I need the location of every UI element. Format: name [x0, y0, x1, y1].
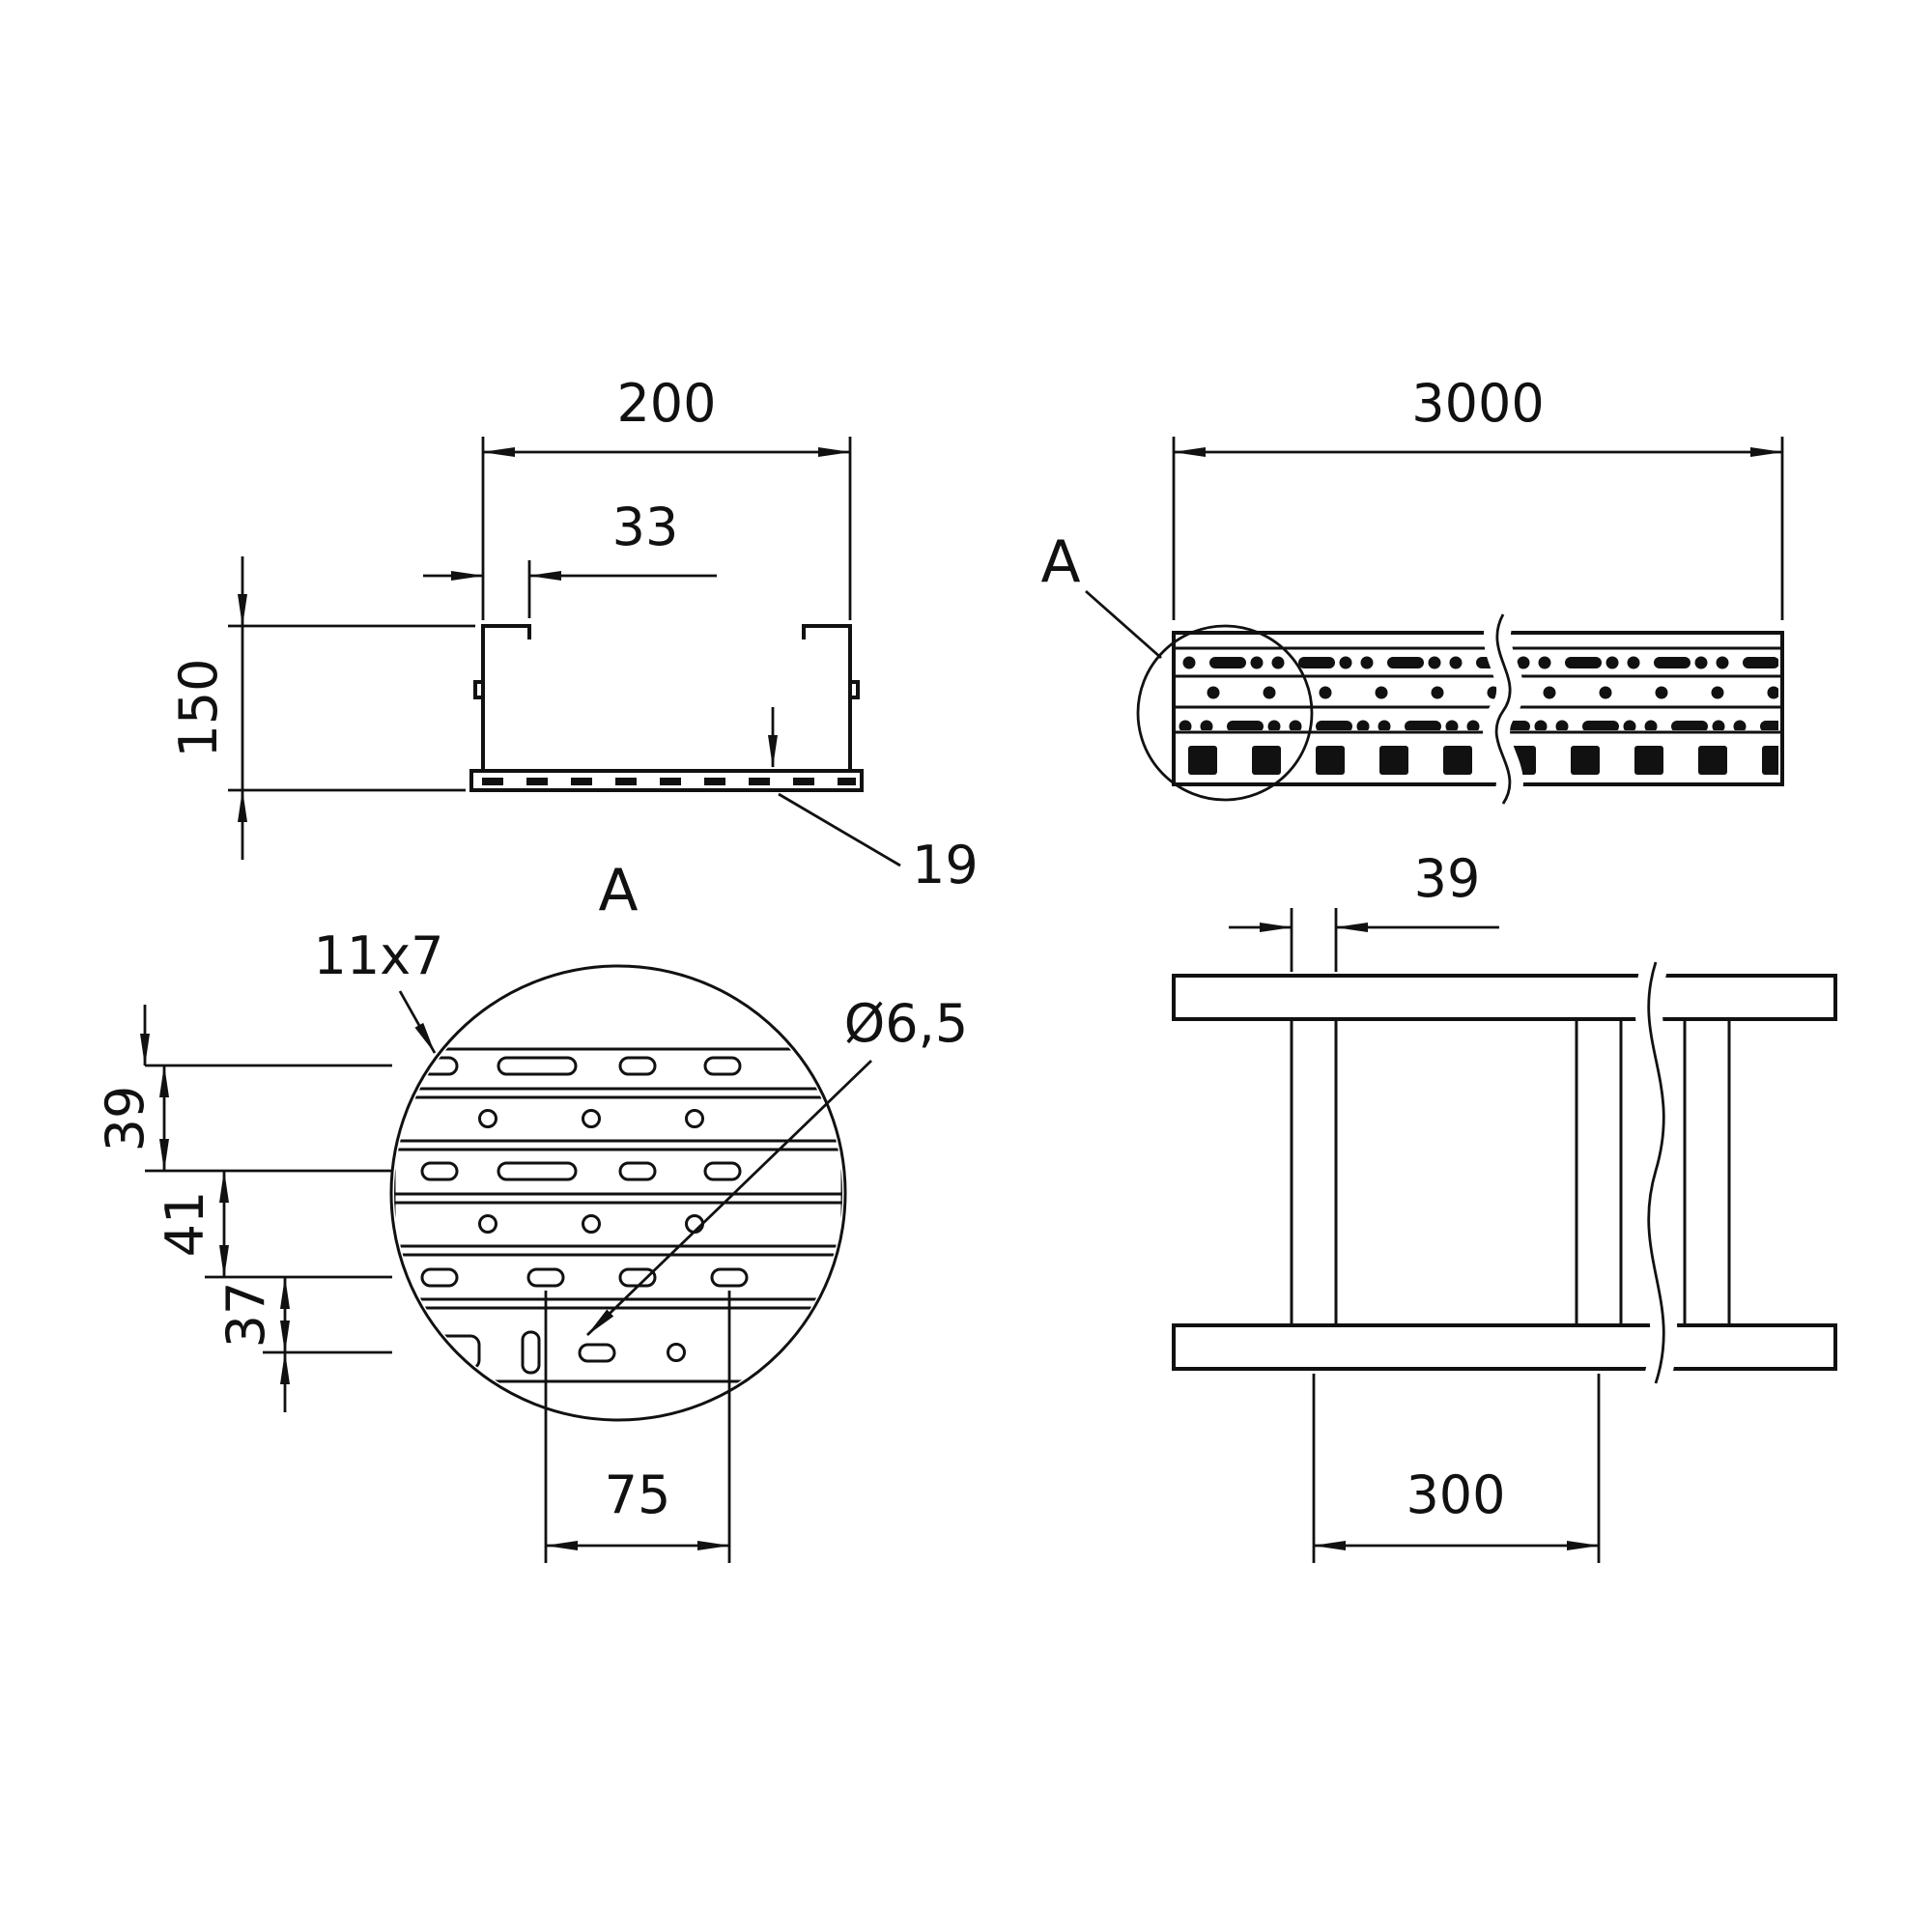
- dim-rung-spacing-label: 300: [1406, 1464, 1505, 1525]
- detail-leader: [1085, 589, 1162, 660]
- vertical-slot: [521, 1330, 541, 1375]
- break-line-side: [1483, 601, 1524, 817]
- rung-2: [1575, 1017, 1623, 1327]
- perforation-pattern: [394, 1047, 842, 1383]
- top-rail: [1172, 974, 1837, 1021]
- slot-row-3: [420, 1267, 749, 1288]
- bottom-feature-row: [419, 1330, 686, 1375]
- keyhole-tab: [419, 1342, 439, 1362]
- rungs: [1290, 1017, 1731, 1327]
- dim-slot-spacing-label: 75: [605, 1464, 671, 1525]
- dim-slot-spacing: 75: [544, 1291, 731, 1563]
- detail-title: A: [598, 857, 638, 924]
- channel-profile: [469, 624, 864, 792]
- dim-pitch-1-label: 39: [95, 1086, 156, 1152]
- bottom-perforations: [477, 775, 856, 787]
- dim-pitch-3-label: 37: [215, 1282, 276, 1349]
- rung-1: [1290, 1017, 1338, 1327]
- slot-size-label: 11x7: [313, 925, 443, 986]
- dim-length: 3000: [1172, 373, 1784, 620]
- left-wall-notch: [473, 680, 483, 699]
- dim-bottom-height: 19: [768, 707, 979, 895]
- detail-source-circle: [1136, 624, 1314, 802]
- hole-diameter-callout: Ø6,5: [586, 993, 968, 1337]
- plan-view: 39 300: [1172, 848, 1837, 1563]
- dim-pitch-2-label: 41: [155, 1191, 215, 1258]
- tray-body: [1172, 631, 1784, 786]
- detail-view: A: [95, 857, 968, 1563]
- dim-rung-width-label: 39: [1414, 848, 1481, 909]
- dim-height-label: 150: [168, 658, 229, 757]
- bottom-rail: [1172, 1323, 1837, 1371]
- left-wall: [481, 624, 531, 771]
- slot-size-callout: 11x7: [313, 925, 444, 1054]
- detail-dim-chain: 39 41 37: [95, 1005, 392, 1412]
- hole-row-1: [478, 1109, 704, 1128]
- slot-row-2: [420, 1161, 742, 1181]
- right-wall: [802, 624, 852, 771]
- slot-row-1: [420, 1056, 742, 1076]
- dim-width: 200: [481, 373, 852, 620]
- bend-lines: [394, 1087, 842, 1310]
- dim-bottom-label: 19: [912, 835, 979, 895]
- perforation-band-2: [1179, 681, 1778, 702]
- hole-diameter-label: Ø6,5: [844, 993, 968, 1054]
- dim-rung-spacing: 300: [1312, 1374, 1601, 1563]
- detail-marker: A: [1040, 528, 1314, 802]
- dim-rung-width: 39: [1229, 848, 1499, 972]
- side-view: 3000 A: [1040, 373, 1784, 817]
- break-line-plan: [1634, 949, 1678, 1397]
- right-wall-notch: [850, 680, 860, 699]
- sheet-outline: [394, 1047, 842, 1383]
- detail-reference-label: A: [1040, 528, 1080, 596]
- perforation-band-3: [1179, 712, 1778, 730]
- rung-3: [1683, 1017, 1731, 1327]
- dim-width-label: 200: [616, 373, 716, 434]
- detail-circle: [389, 964, 847, 1422]
- dim-lip-label: 33: [612, 497, 679, 557]
- cross-section-view: 200 33 150 19: [168, 373, 979, 895]
- dim-lip: 33: [423, 497, 717, 618]
- perforation-band-1: [1179, 650, 1778, 673]
- dim-height: 150: [168, 556, 475, 860]
- hole-row-2: [478, 1214, 704, 1234]
- perforation-band-4: [1179, 736, 1778, 781]
- dim-length-label: 3000: [1411, 373, 1544, 434]
- bottom-plate: [469, 769, 864, 792]
